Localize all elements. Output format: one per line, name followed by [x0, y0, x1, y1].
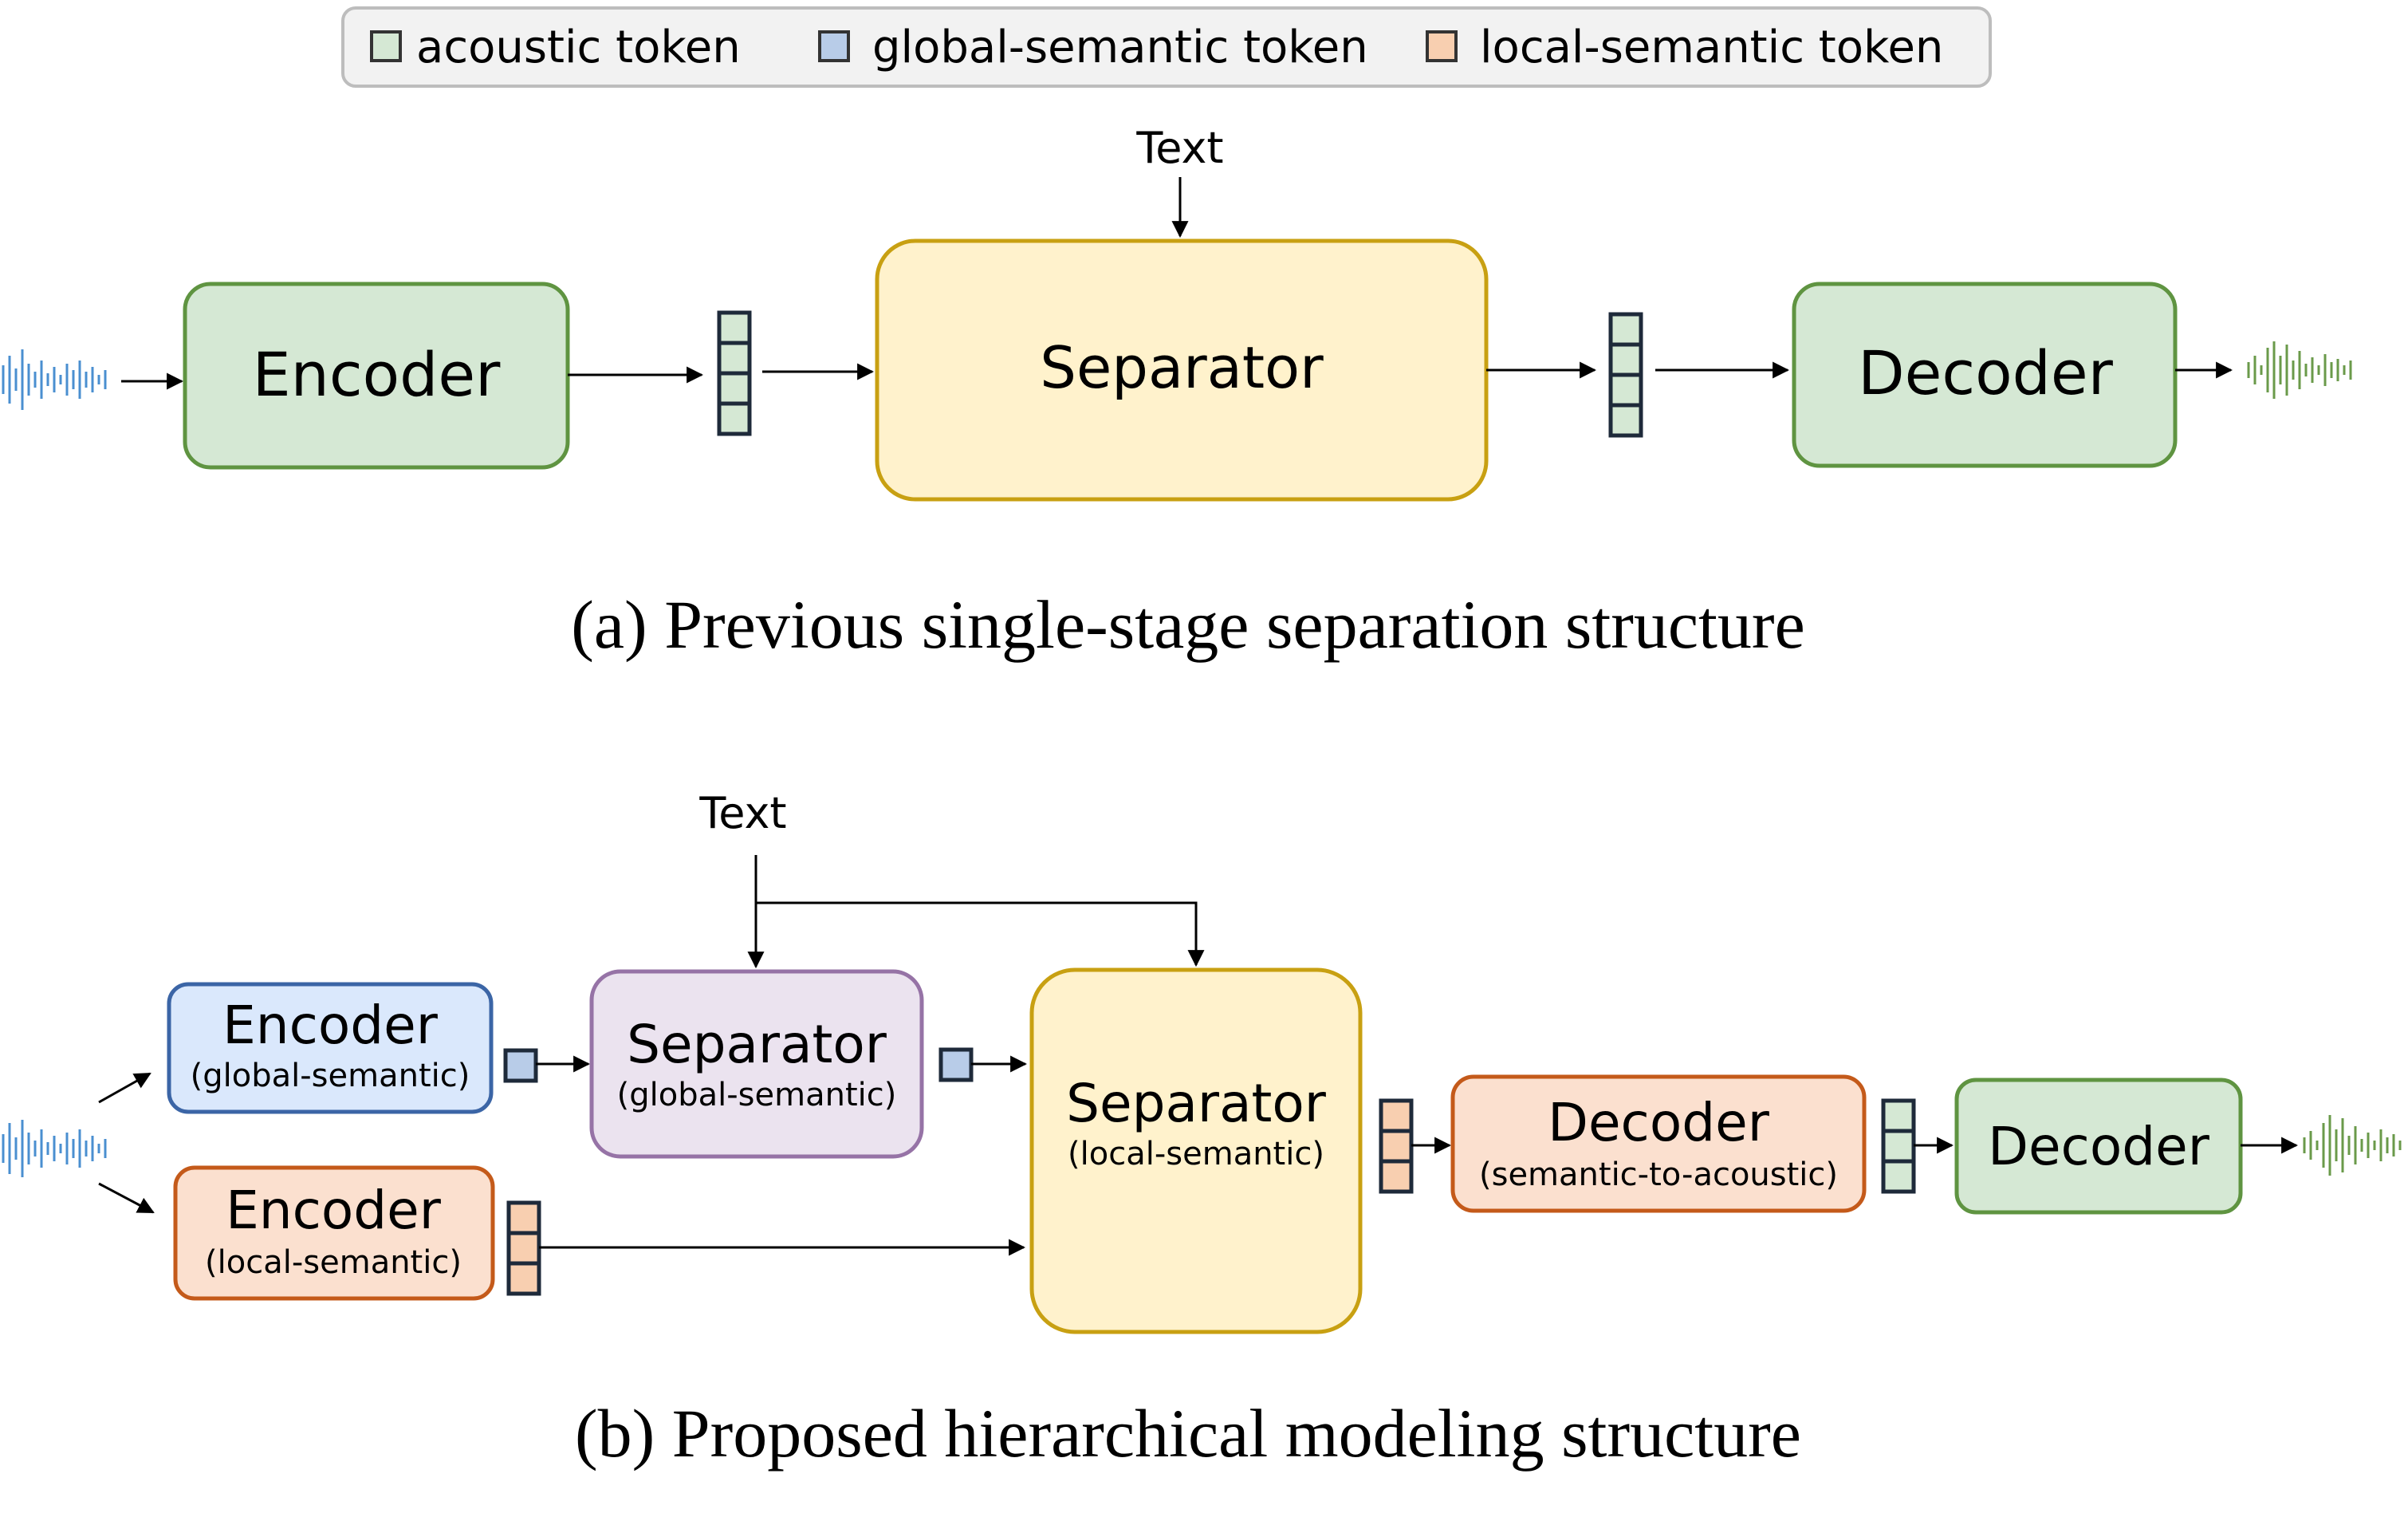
- separator-global-title: Separator: [627, 1014, 887, 1075]
- encoder-global-semantic-box: [167, 982, 494, 1114]
- legend: acoustic token global-semantic token loc…: [341, 6, 1992, 88]
- separator-local-subtitle: (local-semantic): [1068, 1136, 1324, 1172]
- diagram-b: Encoder (global-semantic) Encoder (local…: [2, 788, 2402, 1472]
- legend-label-global-semantic: global-semantic token: [872, 22, 1368, 73]
- legend-label-local-semantic: local-semantic token: [1480, 22, 1943, 73]
- encoder-local-title: Encoder: [226, 1180, 442, 1241]
- decoder-final-title: Decoder: [1988, 1116, 2210, 1177]
- separator-global-semantic-box: [589, 969, 924, 1159]
- caption-b: (b) Proposed hierarchical modeling struc…: [575, 1395, 1801, 1472]
- decoder-semantic-to-acoustic-box: [1450, 1074, 1867, 1213]
- acoustic-token-stack: [1608, 312, 1643, 438]
- encoder-global-title: Encoder: [222, 995, 439, 1056]
- text-input-label: Text: [698, 788, 786, 838]
- text-input-label: Text: [1135, 123, 1223, 173]
- legend-swatch-acoustic: [370, 30, 402, 62]
- legend-label-acoustic: acoustic token: [416, 22, 741, 73]
- encoder-local-semantic-box: [173, 1165, 495, 1301]
- separator-global-subtitle: (global-semantic): [617, 1077, 897, 1113]
- global-semantic-token: [503, 1048, 538, 1083]
- diagram-a: Encoder Text Separator Decoder: [2, 123, 2352, 663]
- decoder-s2a-subtitle: (semantic-to-acoustic): [1479, 1156, 1838, 1193]
- output-waveform-icon: [2303, 1115, 2402, 1176]
- legend-swatch-local-semantic: [1426, 30, 1458, 62]
- caption-a: (a) Previous single-stage separation str…: [571, 586, 1805, 663]
- input-waveform-icon: [2, 1120, 107, 1177]
- legend-swatch-global-semantic: [818, 30, 850, 62]
- decoder-label: Decoder: [1858, 337, 2114, 408]
- acoustic-token-stack: [717, 310, 752, 436]
- global-semantic-token: [938, 1047, 974, 1082]
- input-waveform-icon: [2, 349, 107, 410]
- output-waveform-icon: [2247, 341, 2352, 399]
- decoder-box: [1792, 282, 2178, 468]
- encoder-global-subtitle: (global-semantic): [191, 1058, 470, 1094]
- acoustic-token-stack: [1881, 1098, 1916, 1194]
- local-semantic-token-stack: [506, 1200, 541, 1296]
- decoder-s2a-title: Decoder: [1548, 1092, 1770, 1153]
- local-semantic-token-stack: [1379, 1098, 1414, 1194]
- separator-local-semantic-box: [1029, 967, 1363, 1334]
- separator-local-title: Separator: [1066, 1073, 1327, 1134]
- encoder-label: Encoder: [253, 339, 501, 410]
- encoder-local-subtitle: (local-semantic): [205, 1244, 462, 1281]
- separator-label: Separator: [1040, 334, 1324, 401]
